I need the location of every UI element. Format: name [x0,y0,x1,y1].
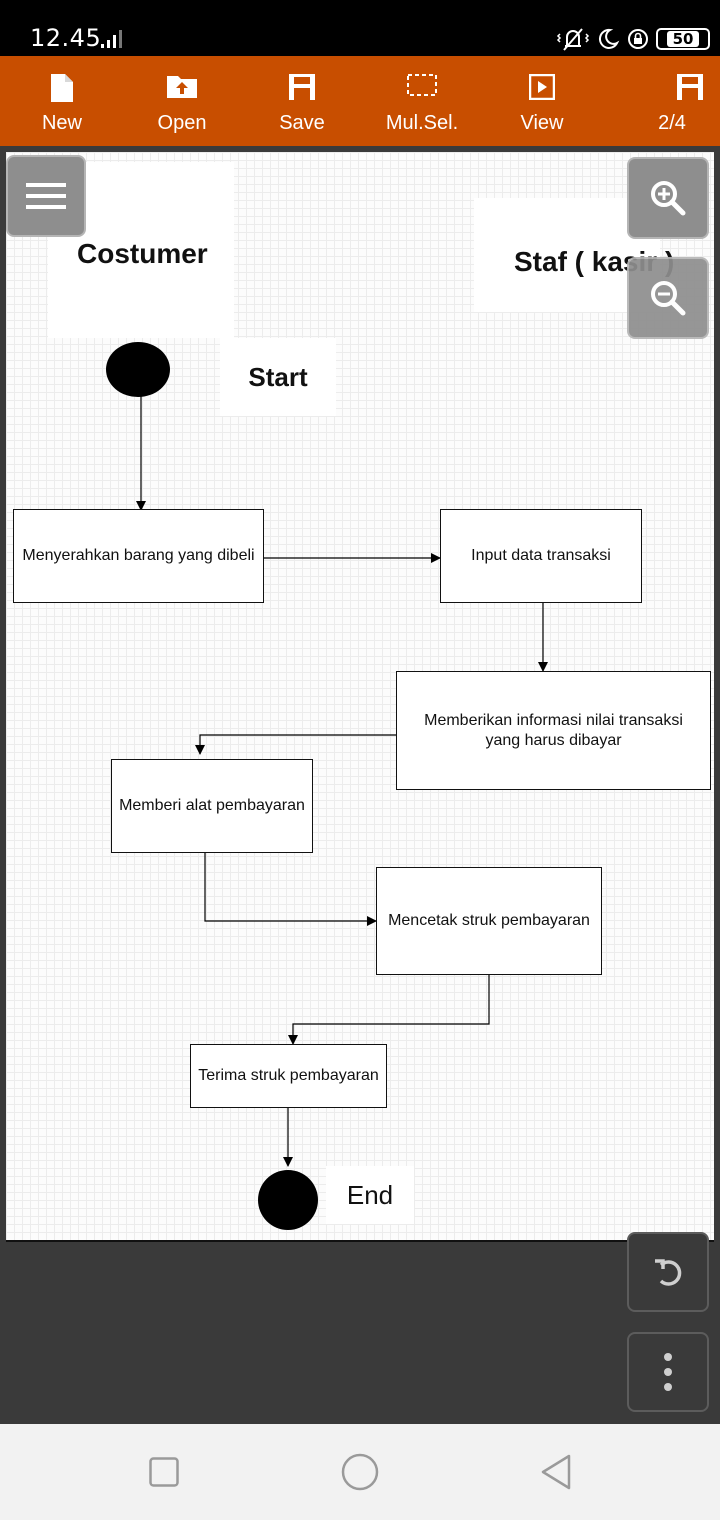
signal-icon [101,30,122,48]
step-menyerahkan-barang[interactable]: Menyerahkan barang yang dibeli [13,509,264,603]
new-file-icon [51,74,73,102]
multi-select-icon [407,74,437,96]
recents-square-icon [149,1457,179,1487]
system-nav-bar [0,1424,720,1520]
zoom-out-button[interactable] [627,257,709,339]
home-button[interactable] [320,1424,400,1520]
save-icon [289,74,315,100]
vibrate-icon [556,28,590,51]
page-save-button[interactable]: 2/4 [640,56,720,146]
open-button[interactable]: Open [132,56,232,146]
save-page-icon [677,74,703,100]
home-circle-icon [341,1453,379,1491]
recents-button[interactable] [124,1424,204,1520]
new-button[interactable]: New [12,56,112,146]
zoom-in-button[interactable] [627,157,709,239]
multi-select-button[interactable]: Mul.Sel. [372,56,472,146]
undo-button[interactable] [627,1232,709,1312]
step-mencetak-struk[interactable]: Mencetak struk pembayaran [376,867,602,975]
start-node[interactable] [106,342,170,397]
back-button[interactable] [516,1424,596,1520]
save-button[interactable]: Save [252,56,352,146]
battery-indicator: 50 [656,28,710,50]
arrow-step4-to-step5 [204,852,377,926]
zoom-in-icon [651,181,686,216]
arrow-step5-to-step6 [288,975,490,1045]
step-memberi-alat-pembayaran[interactable]: Memberi alat pembayaran [111,759,313,853]
connectors [136,396,548,1167]
arrow-step3-to-step4 [195,734,396,755]
end-node[interactable] [258,1170,318,1230]
step-terima-struk[interactable]: Terima struk pembayaran [190,1044,387,1108]
open-folder-icon [167,76,197,98]
undo-icon [655,1259,682,1286]
zoom-out-icon [651,281,686,316]
view-button[interactable]: View [492,56,592,146]
start-label: Start [220,338,336,416]
status-time: 12.45 [30,24,102,52]
diagram-canvas[interactable]: Costumer Staf ( kasir ) Start Menyerahka… [6,152,714,1242]
page-indicator: 2/4 [658,112,686,134]
more-vertical-icon [664,1353,672,1391]
toolbar: New Open Save Mul.Sel. View [0,56,720,146]
step-input-data-transaksi[interactable]: Input data transaksi [440,509,642,603]
play-view-icon [529,74,555,100]
menu-button[interactable] [6,155,86,237]
more-options-button[interactable] [627,1332,709,1412]
moon-icon [598,28,620,49]
rotation-lock-icon [628,29,648,49]
back-triangle-icon [541,1454,571,1490]
end-label: End [326,1166,414,1224]
step-memberikan-informasi[interactable]: Memberikan informasi nilai transaksi yan… [396,671,711,790]
status-bar: 12.45 50 [0,0,720,56]
menu-icon [26,183,66,209]
lane-title-customer: Costumer [77,238,208,269]
